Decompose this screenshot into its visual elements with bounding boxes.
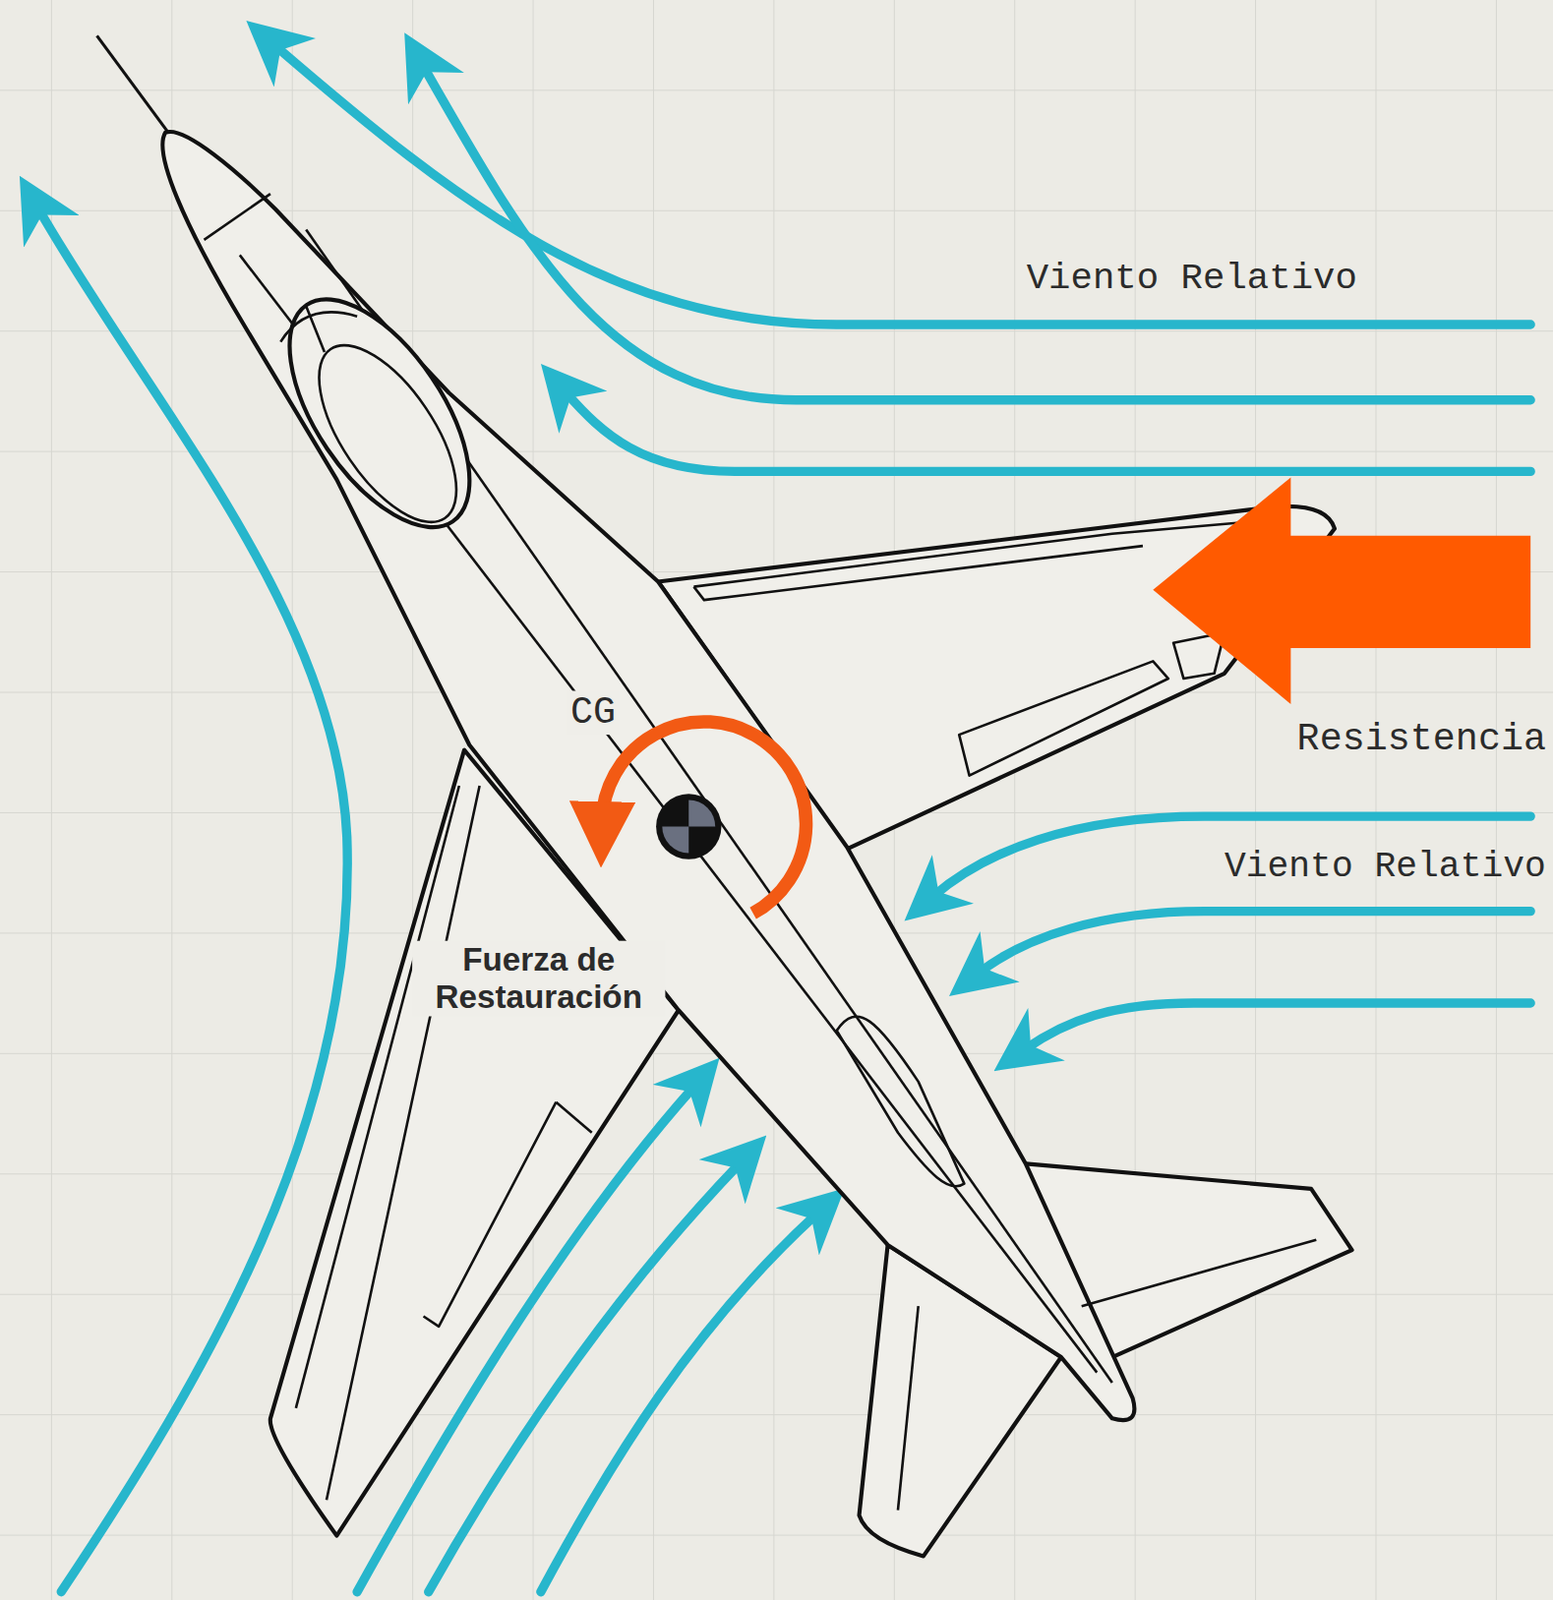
- restoring-force-label: Fuerza de Restauración: [412, 941, 665, 1016]
- airflow-label: Viento Relativo: [1224, 846, 1547, 889]
- restoring-moment-arrow: [601, 721, 806, 914]
- airflow-label: Viento Relativo: [1026, 256, 1358, 299]
- pitot-probe: [97, 35, 170, 133]
- center-of-gravity-symbol: [656, 793, 721, 859]
- drag-force-arrow: [1152, 477, 1531, 705]
- airflow-streamlines: [38, 46, 1531, 1593]
- canopy: [253, 269, 505, 557]
- fuselage: [162, 131, 1135, 1421]
- cg-label: CG: [566, 690, 620, 734]
- panel-lines: [203, 193, 1316, 1511]
- drag-label: Resistencia: [1297, 716, 1547, 761]
